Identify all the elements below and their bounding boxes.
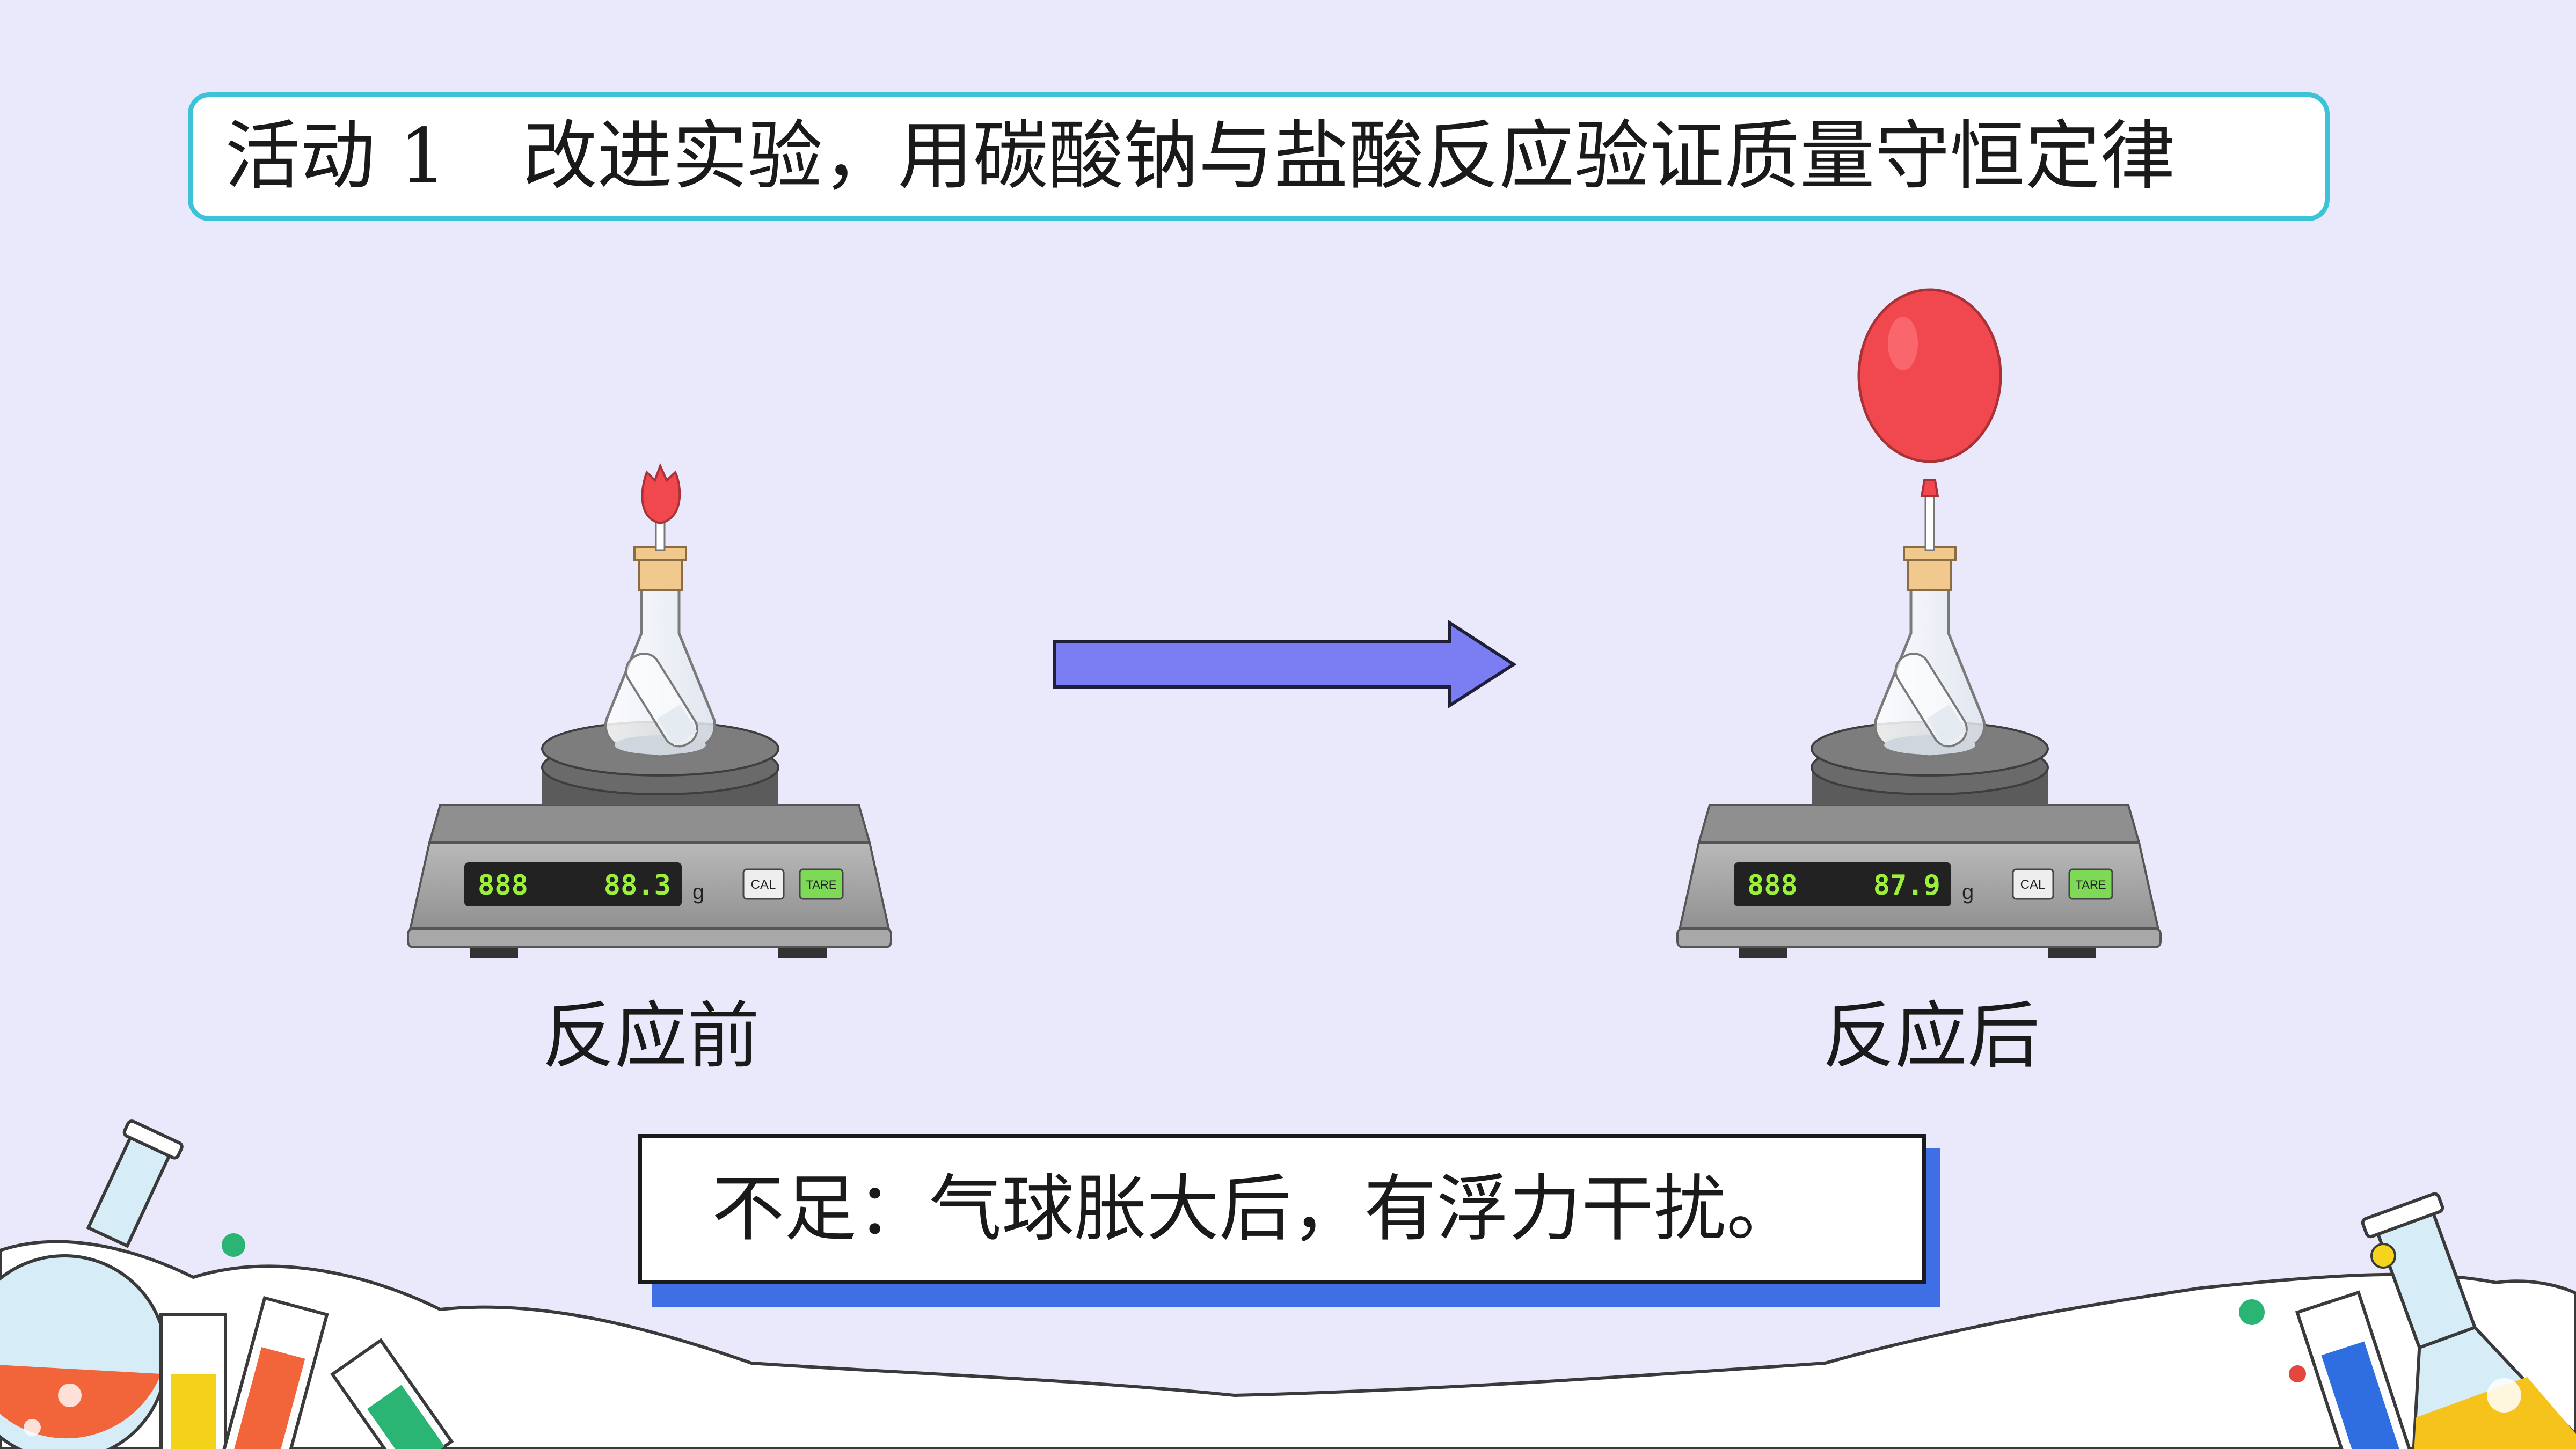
after-apparatus: 888 87.9 g CAL TARE bbox=[1676, 288, 2162, 958]
cloud-decoration bbox=[0, 1240, 2576, 1449]
before-flask bbox=[604, 463, 717, 758]
note-box: 不足：气球胀大后，有浮力干扰。 bbox=[638, 1134, 1926, 1284]
after-tare-label: TARE bbox=[2075, 878, 2106, 891]
svg-text:888: 888 bbox=[478, 869, 528, 902]
before-cal-label: CAL bbox=[751, 877, 776, 892]
svg-text:888: 888 bbox=[1747, 869, 1798, 902]
deflated-balloon bbox=[641, 463, 681, 525]
page-title: 活动 1 改进实验，用碳酸钠与盐酸反应验证质量守恒定律 bbox=[225, 113, 2176, 200]
before-unit: g bbox=[692, 880, 704, 904]
after-scale: 888 87.9 g CAL TARE bbox=[1676, 721, 2162, 958]
decor-glassware-left bbox=[0, 1119, 454, 1449]
before-caption: 反应前 bbox=[542, 994, 760, 1078]
after-flask bbox=[1857, 288, 2002, 758]
title-box: 活动 1 改进实验，用碳酸钠与盐酸反应验证质量守恒定律 bbox=[188, 92, 2330, 221]
after-cal-label: CAL bbox=[2020, 877, 2046, 892]
before-apparatus: 888 88.3 g CAL TARE bbox=[406, 463, 893, 958]
decor-glassware-right bbox=[2239, 1192, 2576, 1449]
reaction-arrow-icon bbox=[1053, 619, 1517, 709]
before-tare-label: TARE bbox=[806, 878, 836, 891]
after-tare-button[interactable]: TARE bbox=[2068, 868, 2113, 900]
after-unit: g bbox=[1962, 880, 1974, 904]
before-cal-button[interactable]: CAL bbox=[742, 868, 785, 900]
after-caption: 反应后 bbox=[1822, 994, 2040, 1078]
note-text: 不足：气球胀大后，有浮力干扰。 bbox=[712, 1167, 1799, 1251]
before-reading: 88.3 bbox=[604, 869, 671, 902]
inflated-balloon bbox=[1857, 288, 2002, 463]
before-display: 888 88.3 bbox=[464, 862, 682, 906]
before-scale: 888 88.3 g CAL TARE bbox=[406, 721, 893, 958]
after-reading: 87.9 bbox=[1873, 869, 1940, 902]
after-cal-button[interactable]: CAL bbox=[2012, 868, 2054, 900]
before-tare-button[interactable]: TARE bbox=[799, 868, 844, 900]
after-display: 888 87.9 bbox=[1734, 862, 1951, 906]
